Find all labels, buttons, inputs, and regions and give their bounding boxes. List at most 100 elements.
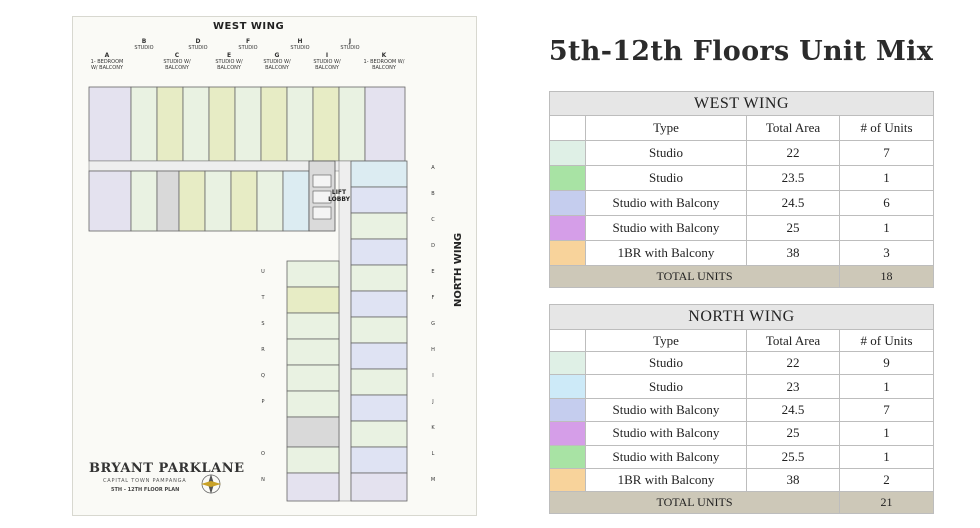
table-row: Studio 23 1 xyxy=(549,374,934,399)
brand-name: BRYANT PARKLANE xyxy=(89,461,245,476)
unit-letter: S xyxy=(261,321,265,327)
color-swatch xyxy=(549,240,586,266)
unit-area: 23 xyxy=(746,374,840,399)
total-row: TOTAL UNITS 18 xyxy=(549,265,934,288)
unit-letter: F xyxy=(431,295,435,301)
units-header: # of Units xyxy=(839,329,934,352)
table-row: Studio 22 9 xyxy=(549,350,934,376)
brand-plan-label: 5TH - 12TH FLOOR PLAN xyxy=(111,487,180,493)
color-column-header xyxy=(549,329,586,352)
unit-count: 1 xyxy=(839,374,934,399)
unit-letter: L xyxy=(431,451,435,457)
north-wing-heading: NORTH WING xyxy=(549,304,934,330)
table-row: Studio with Balcony 24.5 6 xyxy=(549,190,934,216)
unit-letter: B xyxy=(431,191,435,197)
unit-count: 1 xyxy=(839,421,934,446)
color-swatch xyxy=(549,421,586,446)
area-header: Total Area xyxy=(746,329,840,352)
unit-letter: D xyxy=(431,243,435,249)
unit-type: Studio with Balcony xyxy=(585,444,747,469)
unit-count: 2 xyxy=(839,467,934,493)
type-header: Type xyxy=(585,329,747,352)
unit-letter: H xyxy=(431,347,435,353)
total-value: 21 xyxy=(839,491,934,515)
west-wing-label: WEST WING xyxy=(213,21,285,32)
unit-area: 24.5 xyxy=(746,397,840,423)
unit-area: 38 xyxy=(746,240,840,266)
unit-letter: K xyxy=(431,425,435,431)
unit-count: 7 xyxy=(839,397,934,423)
page-title: 5th-12th Floors Unit Mix xyxy=(548,36,934,67)
unit-area: 22 xyxy=(746,350,840,376)
unit-letter: M xyxy=(430,477,436,483)
unit-letter: R xyxy=(261,347,265,353)
unit-count: 7 xyxy=(839,140,934,166)
unit-type: Studio xyxy=(585,374,747,399)
table-row: Studio 22 7 xyxy=(549,140,934,166)
total-value: 18 xyxy=(839,265,934,288)
floor-plan: WEST WING NORTH WING LIFT LOBBY BRYANT P… xyxy=(72,16,477,516)
unit-area: 22 xyxy=(746,140,840,166)
unit-count: 9 xyxy=(839,350,934,376)
table-row: Studio with Balcony 25.5 1 xyxy=(549,444,934,469)
floor-plan-drawing xyxy=(88,86,408,502)
color-swatch xyxy=(549,215,586,241)
unit-type: Studio with Balcony xyxy=(585,421,747,446)
color-swatch xyxy=(549,397,586,423)
color-swatch xyxy=(549,140,586,166)
area-header: Total Area xyxy=(746,115,840,141)
unit-type: Studio xyxy=(585,140,747,166)
unit-letter: C xyxy=(431,217,435,223)
unit-area: 38 xyxy=(746,467,840,493)
unit-letter: O xyxy=(261,451,265,457)
color-swatch xyxy=(549,190,586,216)
total-label: TOTAL UNITS xyxy=(549,491,840,515)
table-row: Studio with Balcony 24.5 7 xyxy=(549,397,934,423)
brand-location: CAPITAL TOWN PAMPANGA xyxy=(103,478,187,484)
color-swatch xyxy=(549,350,586,376)
unit-type: Studio with Balcony xyxy=(585,190,747,216)
unit-count: 1 xyxy=(839,165,934,191)
unit-letter: I xyxy=(432,373,434,379)
unit-letter: E xyxy=(431,269,435,275)
unit-letter: T xyxy=(261,295,265,301)
total-label: TOTAL UNITS xyxy=(549,265,840,288)
table-row: Studio with Balcony 25 1 xyxy=(549,215,934,241)
unit-letter: G xyxy=(431,321,435,327)
unit-letter: Q xyxy=(261,373,265,379)
unit-area: 25.5 xyxy=(746,444,840,469)
table-row: Studio with Balcony 25 1 xyxy=(549,421,934,446)
unit-area: 23.5 xyxy=(746,165,840,191)
west-wing-heading: WEST WING xyxy=(549,91,934,116)
unit-letter: U xyxy=(261,269,265,275)
table-row: 1BR with Balcony 38 2 xyxy=(549,467,934,493)
color-swatch xyxy=(549,467,586,493)
color-column-header xyxy=(549,115,586,141)
unit-count: 1 xyxy=(839,444,934,469)
lift-lobby-label: LIFT LOBBY xyxy=(328,189,350,203)
color-swatch xyxy=(549,165,586,191)
unit-count: 6 xyxy=(839,190,934,216)
type-header: Type xyxy=(585,115,747,141)
unit-count: 3 xyxy=(839,240,934,266)
color-swatch xyxy=(549,374,586,399)
unit-letter: N xyxy=(261,477,265,483)
unit-type: 1BR with Balcony xyxy=(585,467,747,493)
unit-type: Studio with Balcony xyxy=(585,215,747,241)
unit-type: 1BR with Balcony xyxy=(585,240,747,266)
unit-letter: J xyxy=(432,399,434,405)
unit-type: Studio with Balcony xyxy=(585,397,747,423)
table-row: 1BR with Balcony 38 3 xyxy=(549,240,934,266)
units-header: # of Units xyxy=(839,115,934,141)
north-wing-table: NORTH WING Type Total Area # of Units St… xyxy=(549,304,934,515)
